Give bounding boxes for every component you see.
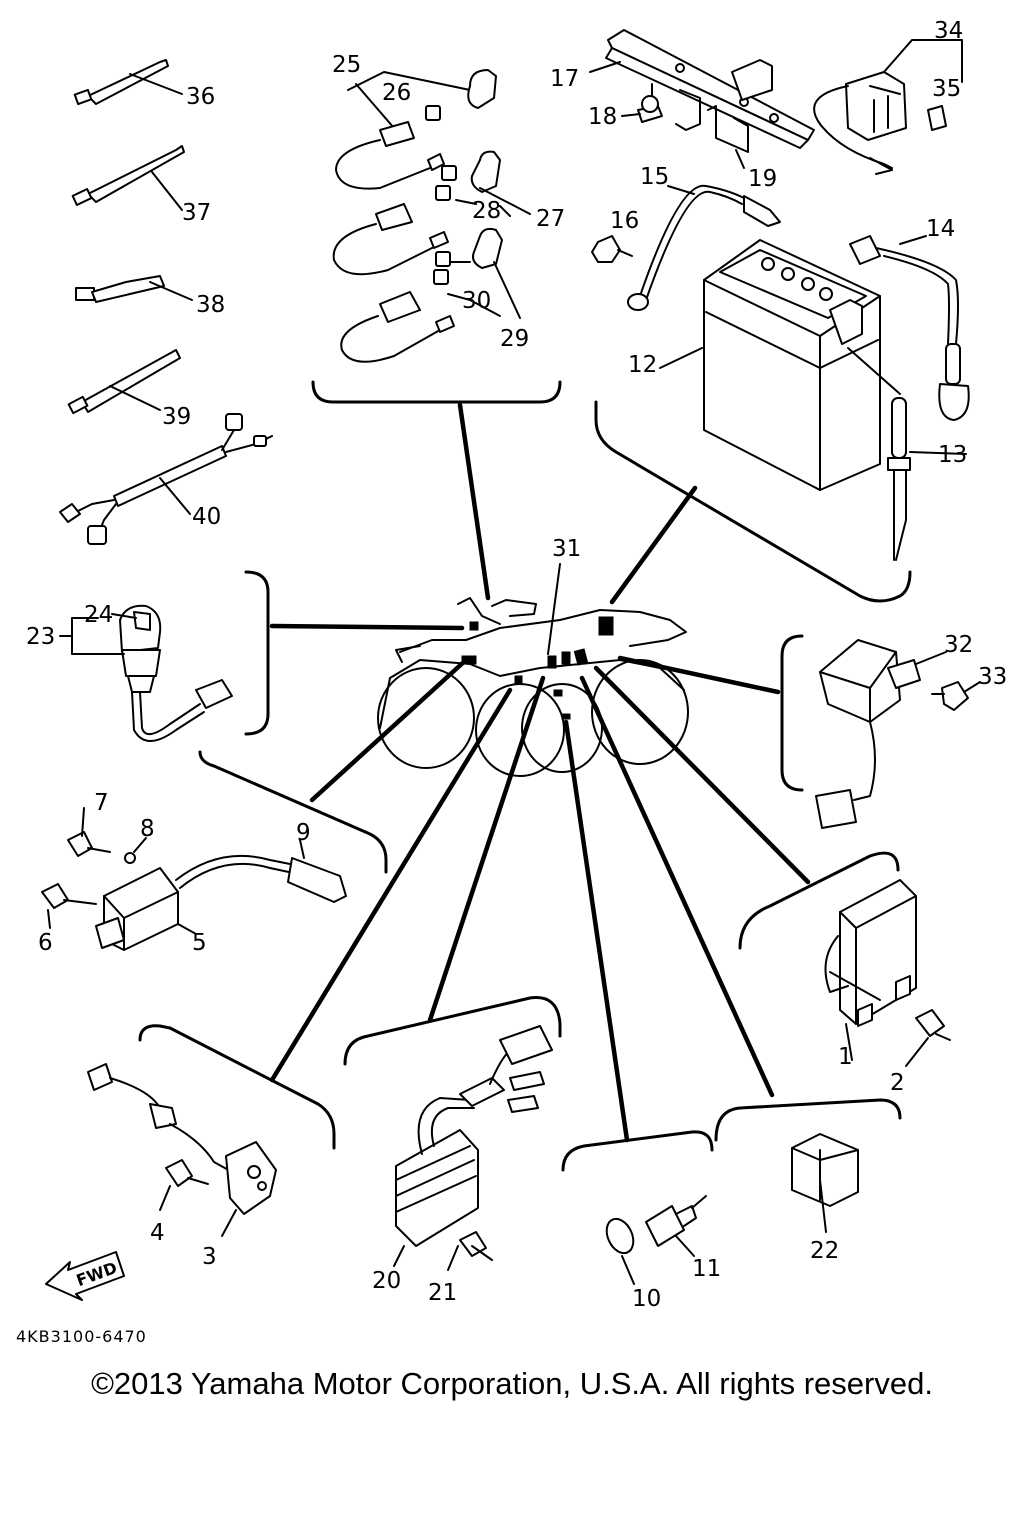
battery-12 bbox=[659, 239, 881, 491]
ignition-coil-5 bbox=[41, 807, 347, 951]
callout-numbers: 1 2 3 4 5 6 7 8 9 10 11 12 13 14 15 16 1… bbox=[26, 18, 1007, 1312]
callout-27: 27 bbox=[536, 206, 565, 232]
pickup-coil-3 bbox=[87, 1063, 277, 1237]
callout-19: 19 bbox=[748, 166, 777, 192]
callout-29: 29 bbox=[500, 326, 529, 352]
callout-25: 25 bbox=[332, 52, 361, 78]
callout-40: 40 bbox=[192, 504, 221, 530]
callout-10: 10 bbox=[632, 1286, 661, 1312]
callout-36: 36 bbox=[186, 84, 215, 110]
callout-38: 38 bbox=[196, 292, 225, 318]
vehicle-outline bbox=[377, 597, 689, 777]
callout-32: 32 bbox=[944, 632, 973, 658]
lead-14 bbox=[849, 235, 970, 421]
group-brackets bbox=[138, 380, 912, 1172]
callout-16: 16 bbox=[610, 208, 639, 234]
group-leader-lines bbox=[269, 402, 811, 1143]
callout-21: 21 bbox=[428, 1280, 457, 1306]
leader-31 bbox=[547, 563, 561, 655]
band-36 bbox=[73, 59, 183, 106]
callout-13: 13 bbox=[938, 442, 967, 468]
starter-relay-32 bbox=[815, 639, 981, 829]
callout-31: 31 bbox=[552, 536, 581, 562]
relay-cover-22 bbox=[791, 1133, 859, 1233]
callout-30: 30 bbox=[462, 288, 491, 314]
callout-34: 34 bbox=[934, 18, 963, 44]
callout-4: 4 bbox=[150, 1220, 165, 1246]
lead-assemblies-25-30 bbox=[332, 69, 531, 363]
callout-3: 3 bbox=[202, 1244, 217, 1270]
band-37 bbox=[71, 145, 185, 211]
battery-bracket-17 bbox=[589, 29, 815, 169]
callout-26: 26 bbox=[382, 80, 411, 106]
copyright-notice: ©2013 Yamaha Motor Corporation, U.S.A. A… bbox=[91, 1366, 933, 1401]
callout-39: 39 bbox=[162, 404, 191, 430]
battery-cable-15 bbox=[591, 184, 781, 311]
callout-7: 7 bbox=[94, 790, 109, 816]
callout-14: 14 bbox=[926, 216, 955, 242]
callout-9: 9 bbox=[296, 820, 311, 846]
drawing-code: 4KB3100-6470 bbox=[16, 1327, 147, 1346]
callout-6: 6 bbox=[38, 930, 53, 956]
callout-1: 1 bbox=[838, 1044, 853, 1070]
relay-34 bbox=[813, 39, 963, 175]
callout-20: 20 bbox=[372, 1268, 401, 1294]
harness-40 bbox=[59, 413, 273, 545]
callout-5: 5 bbox=[192, 930, 207, 956]
callout-37: 37 bbox=[182, 200, 211, 226]
callout-35: 35 bbox=[932, 76, 961, 102]
callout-23: 23 bbox=[26, 624, 55, 650]
callout-18: 18 bbox=[588, 104, 617, 130]
callout-22: 22 bbox=[810, 1238, 839, 1264]
cdi-unit-1 bbox=[824, 879, 951, 1067]
switch-11 bbox=[605, 1195, 707, 1285]
fwd-arrow-icon: FWD bbox=[45, 1251, 125, 1301]
band-39 bbox=[67, 349, 181, 415]
callout-8: 8 bbox=[140, 816, 155, 842]
callout-15: 15 bbox=[640, 164, 669, 190]
clamp-38 bbox=[75, 275, 193, 303]
callout-12: 12 bbox=[628, 352, 657, 378]
callout-17: 17 bbox=[550, 66, 579, 92]
callout-11: 11 bbox=[692, 1256, 721, 1282]
rectifier-regulator-20 bbox=[393, 1025, 553, 1271]
callout-24: 24 bbox=[84, 602, 113, 628]
callout-33: 33 bbox=[978, 664, 1007, 690]
breather-hose-13 bbox=[847, 347, 967, 561]
callout-2: 2 bbox=[890, 1070, 905, 1096]
main-switch-23 bbox=[59, 604, 233, 742]
callout-28: 28 bbox=[472, 198, 501, 224]
